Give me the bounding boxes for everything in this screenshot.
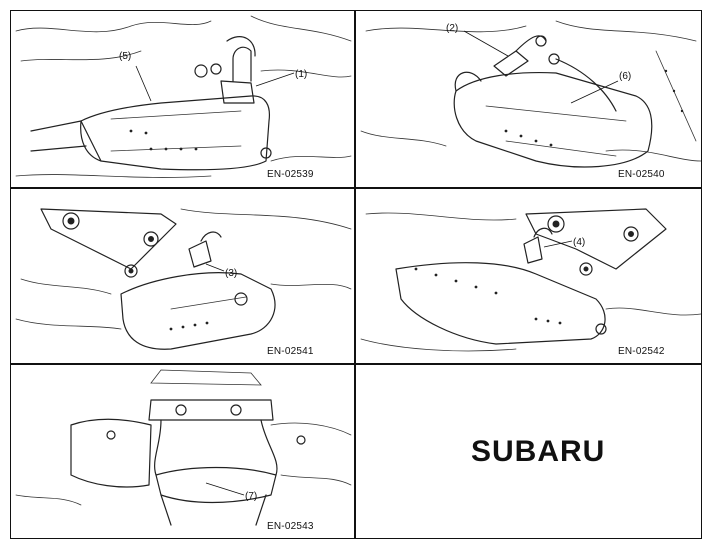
callout-2: (2): [446, 23, 458, 34]
figure-code: EN-02540: [618, 169, 665, 180]
panel-en-02540: (2) (6) EN-02540: [355, 10, 702, 188]
rear-oxygen-sensor-lower-view-drawing: (4): [360, 208, 701, 352]
callout-3: (3): [225, 268, 237, 279]
panel-en-02539: (1) (5) EN-02539: [10, 10, 355, 188]
callout-5: (5): [119, 51, 131, 62]
callout-6: (6): [619, 71, 631, 82]
figure-code: EN-02539: [267, 169, 314, 180]
front-oxygen-sensor-lower-view-drawing: (3): [15, 208, 352, 350]
callout-4: (4): [573, 237, 585, 248]
panel-en-02543: (7) EN-02543: [10, 364, 355, 539]
figure-code: EN-02541: [267, 346, 314, 357]
exhaust-front-oxygen-sensor-drawing: (1) (5): [15, 15, 352, 178]
panel-en-02542: (4) EN-02542: [355, 188, 702, 364]
callout-7: (7): [245, 491, 257, 502]
subaru-logo: SUBARU: [471, 435, 606, 468]
callout-1: (1): [295, 69, 307, 80]
panel-logo: SUBARU: [355, 364, 702, 539]
exhaust-rear-oxygen-sensor-drawing: (2) (6): [360, 20, 701, 168]
exhaust-pipe-bracket-drawing: (7): [15, 369, 352, 526]
panel-en-02541: (3) EN-02541: [10, 188, 355, 364]
figure-code: EN-02542: [618, 346, 665, 357]
figure-code: EN-02543: [267, 521, 314, 532]
